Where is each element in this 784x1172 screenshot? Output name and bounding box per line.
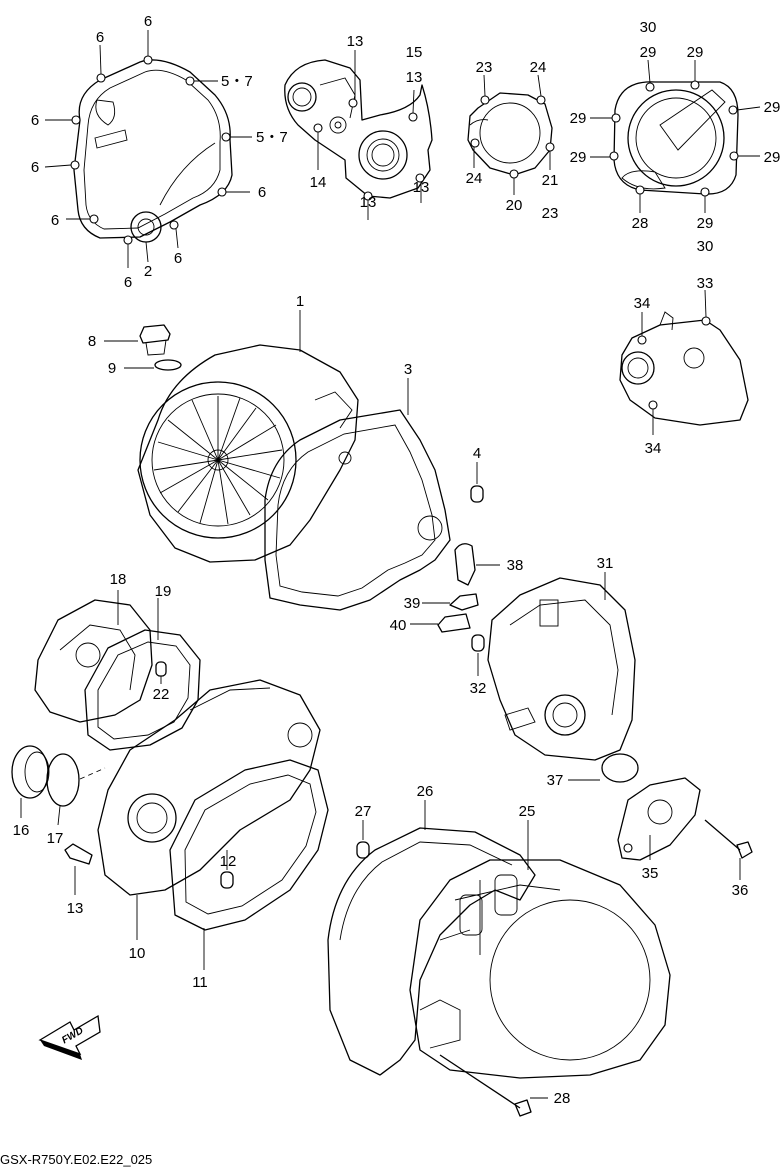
- callout-label: 31: [597, 555, 614, 572]
- callout-label: 29: [764, 149, 781, 166]
- generator-cover-drawing: [590, 59, 761, 213]
- bolt-36-drawing: [704, 819, 753, 880]
- seals-drawing: [410, 543, 500, 633]
- callout-label: 13: [406, 69, 423, 86]
- callout-label: 39: [404, 595, 421, 612]
- callout-label: 29: [687, 44, 704, 61]
- dowel-32-drawing: [471, 634, 485, 676]
- callout-label: 24: [466, 170, 483, 187]
- callout-label: 8: [88, 333, 96, 350]
- callout-label: 36: [732, 882, 749, 899]
- callout-label: 23: [476, 59, 493, 76]
- sprocket-cover-drawing: [619, 289, 749, 435]
- callout-label: 19: [155, 583, 172, 600]
- callout-label: 21: [542, 172, 559, 189]
- dowel-12-drawing: [220, 850, 234, 889]
- callout-label: 32: [470, 680, 487, 697]
- fwd-arrow-icon: FWD: [38, 1014, 101, 1060]
- callout-label: 29: [697, 215, 714, 232]
- callout-label: 38: [507, 557, 524, 574]
- seal-16-drawing: [11, 745, 50, 818]
- gasket-3-drawing: [264, 378, 451, 611]
- callout-label: 13: [413, 179, 430, 196]
- cover-25-drawing: [409, 820, 671, 1079]
- small-cover-drawing: [467, 74, 555, 195]
- oring-17-drawing: [46, 753, 106, 826]
- callout-label: 6: [96, 29, 104, 46]
- callout-label: 17: [47, 830, 64, 847]
- cap-37-drawing: [568, 753, 639, 783]
- bracket-35-drawing: [617, 777, 701, 861]
- callout-label: 29: [640, 44, 657, 61]
- callout-label: 6: [31, 112, 39, 129]
- clutch-cover-drawing: [44, 30, 252, 268]
- callout-label: 29: [570, 110, 587, 127]
- callout-label: 28: [632, 215, 649, 232]
- callout-label: 2: [144, 263, 152, 280]
- callout-label: 1: [296, 293, 304, 310]
- callout-label: 34: [634, 295, 651, 312]
- callout-label: 6: [51, 212, 59, 229]
- callout-label: 4: [473, 445, 481, 462]
- callout-label: 9: [108, 360, 116, 377]
- callout-label: 15: [406, 44, 423, 61]
- callout-label: 28: [554, 1090, 571, 1107]
- callout-label: 10: [129, 945, 146, 962]
- gasket-11-drawing: [169, 759, 329, 970]
- callout-label: 27: [355, 803, 372, 820]
- callout-label: 18: [110, 571, 127, 588]
- callout-label: 30: [697, 238, 714, 255]
- callout-label: 30: [640, 19, 657, 36]
- callout-label: 35: [642, 865, 659, 882]
- callout-label: 13: [360, 194, 377, 211]
- bolt-28-drawing: [439, 1054, 548, 1117]
- callout-label: 13: [67, 900, 84, 917]
- callout-label: 29: [570, 149, 587, 166]
- callout-label: 29: [764, 99, 781, 116]
- callout-label: 16: [13, 822, 30, 839]
- callout-label: 3: [404, 361, 412, 378]
- pump-cover-drawing: [284, 50, 433, 220]
- callout-label: 11: [192, 974, 208, 991]
- crankcase-cover-drawing: [137, 310, 359, 563]
- callout-label: 23: [542, 205, 559, 222]
- callout-label: 13: [347, 33, 364, 50]
- callout-labels: 6 6 5・7 6 5・7 6 6 6 6 2 6 13 15 13 14 13…: [13, 13, 781, 1107]
- oil-cap-drawing: [104, 324, 182, 371]
- callout-label: 5・7: [256, 129, 288, 146]
- callout-label: 25: [519, 803, 536, 820]
- callout-label: 20: [506, 197, 523, 214]
- callout-label: 5・7: [221, 73, 253, 90]
- callout-label: 34: [645, 440, 662, 457]
- callout-label: 37: [547, 772, 564, 789]
- gasket-26-drawing: [327, 800, 536, 1076]
- callout-label: 6: [124, 274, 132, 291]
- callout-label: 24: [530, 59, 547, 76]
- callout-label: 6: [258, 184, 266, 201]
- callout-label: 26: [417, 783, 434, 800]
- dowel-27-drawing: [356, 820, 370, 859]
- callout-label: 12: [220, 853, 237, 870]
- diagram-code: GSX-R750Y.E02.E22_025: [0, 1152, 152, 1167]
- dowel-4-drawing: [470, 462, 484, 503]
- callout-label: 22: [153, 686, 170, 703]
- right-cover-31-drawing: [487, 572, 636, 761]
- cover-18-drawing: [34, 590, 153, 723]
- callout-label: 14: [310, 174, 327, 191]
- callout-label: 6: [174, 250, 182, 267]
- bolt-13-drawing: [64, 843, 93, 895]
- callout-label: 33: [697, 275, 714, 292]
- pump-body-10-drawing: [97, 679, 321, 940]
- callout-label: 6: [144, 13, 152, 30]
- callout-label: 6: [31, 159, 39, 176]
- callout-label: 40: [390, 617, 407, 634]
